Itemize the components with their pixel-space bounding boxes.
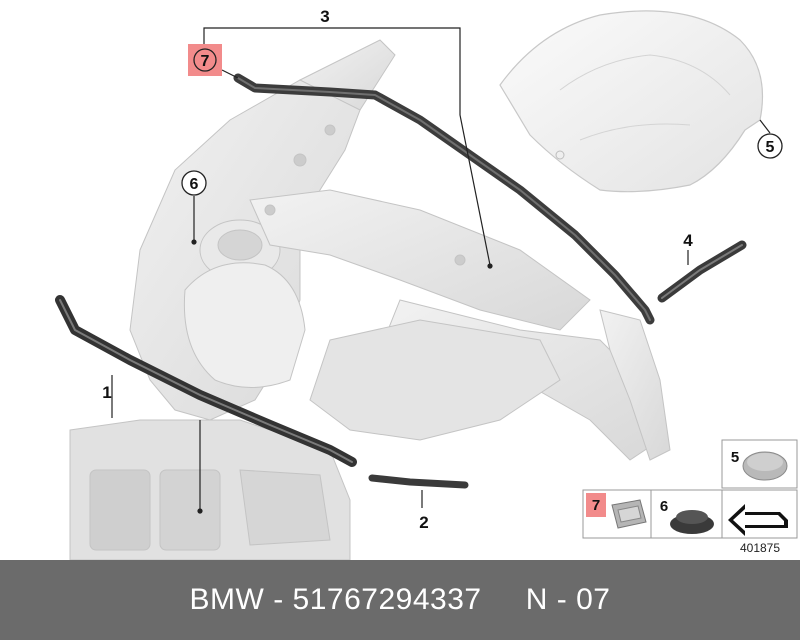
legend-item-6: 6 <box>650 489 723 539</box>
callout-2: 2 <box>419 513 428 532</box>
engine-hood <box>499 10 764 193</box>
callout-6: 6 <box>181 170 207 196</box>
callout-5: 5 <box>757 133 783 159</box>
legend-item-7: 7 <box>582 489 652 539</box>
svg-text:7: 7 <box>201 53 210 70</box>
svg-text:6: 6 <box>660 498 668 515</box>
reference-number: 401875 <box>740 541 780 555</box>
parts-diagram: 3 7 6 1 2 4 5 5 <box>55 7 798 560</box>
leader-lines <box>111 27 771 514</box>
legend-item-5: 5 <box>721 439 798 489</box>
callout-3: 3 <box>320 7 329 26</box>
seal-2-short <box>368 474 469 489</box>
legend-arrow-box <box>721 489 798 539</box>
callout-1: 1 <box>102 383 111 402</box>
diagram-code: N - 07 <box>525 583 611 616</box>
callout-7: 7 <box>188 44 222 76</box>
separator: - <box>264 583 293 616</box>
arrow-icon <box>728 504 788 536</box>
legend: 5 7 6 <box>582 439 798 555</box>
svg-text:6: 6 <box>190 176 199 193</box>
grommet-icon <box>670 510 714 534</box>
clip-icon <box>611 499 647 529</box>
front-end-structure <box>69 39 671 560</box>
svg-text:5: 5 <box>766 139 775 156</box>
spacer <box>482 583 526 617</box>
svg-text:1: 1 <box>102 383 111 402</box>
brand-label: BMW <box>189 583 265 616</box>
svg-text:2: 2 <box>419 513 428 532</box>
callout-4: 4 <box>683 231 693 250</box>
part-info-banner: BMW - 51767294337 N - 07 <box>0 560 800 640</box>
svg-text:5: 5 <box>731 449 739 466</box>
svg-text:3: 3 <box>320 7 329 26</box>
part-number: 51767294337 <box>292 583 482 616</box>
svg-text:7: 7 <box>592 497 600 514</box>
svg-text:4: 4 <box>683 231 693 250</box>
